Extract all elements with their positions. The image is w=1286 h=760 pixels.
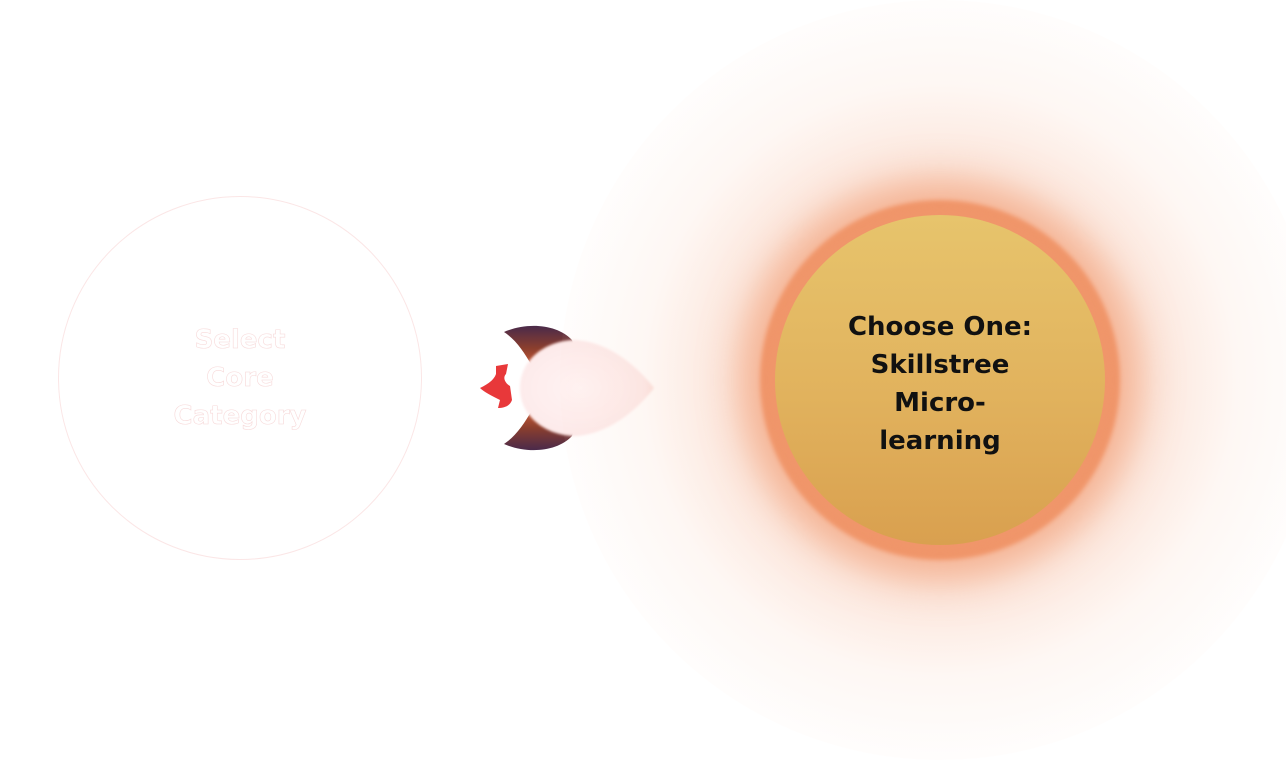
right-option-line: Choose One: — [847, 312, 1033, 342]
right-option-label: Choose One: Skillstree Micro- learning — [830, 308, 1050, 460]
select-core-category-circle[interactable]: Select Core Category — [58, 196, 422, 560]
right-option-line: learning — [879, 426, 1001, 456]
left-option-label: Select Core Category — [173, 321, 307, 435]
left-option-line: Category — [173, 401, 307, 432]
right-option-line: Micro- — [894, 388, 986, 418]
rocket-flame — [480, 364, 512, 408]
right-option-line: Skillstree — [870, 350, 1010, 380]
left-option-line: Select — [194, 325, 286, 356]
skillstree-microlearning-circle[interactable]: Choose One: Skillstree Micro- learning — [775, 215, 1105, 545]
left-option-line: Core — [206, 363, 274, 394]
